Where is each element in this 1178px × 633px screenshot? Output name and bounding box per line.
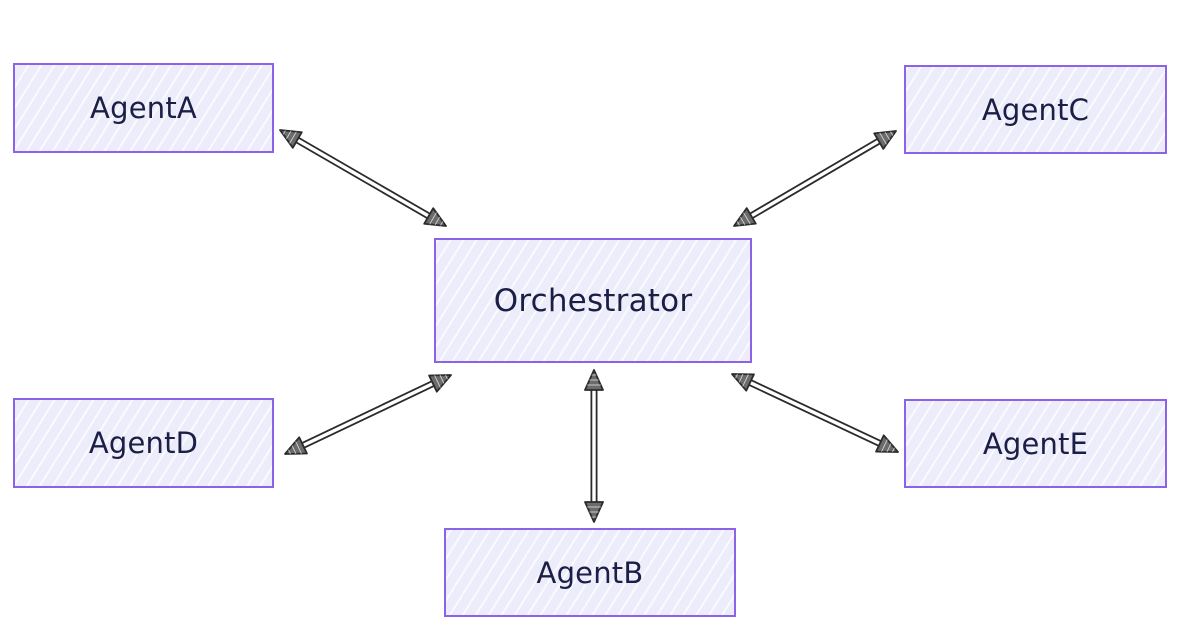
arrow-shaft bbox=[294, 134, 435, 217]
arrow-head-hatch bbox=[295, 441, 302, 454]
orchestrator-node[interactable]: Orchestrator bbox=[434, 238, 752, 363]
arrow-shaft bbox=[744, 382, 884, 449]
arrow-head-hatch bbox=[890, 131, 894, 136]
arrow-head bbox=[731, 373, 755, 392]
arrow-head-hatch bbox=[434, 375, 441, 388]
agent-e-label: AgentE bbox=[982, 426, 1089, 461]
arrow-head-hatch bbox=[742, 374, 749, 387]
arrow-head-hatch bbox=[434, 216, 440, 226]
agent-c-node[interactable]: AgentC bbox=[904, 65, 1167, 154]
arrow-head-hatch bbox=[429, 212, 437, 225]
arrow-head bbox=[875, 434, 899, 453]
arrow-shaft bbox=[748, 140, 885, 222]
arrow-head-hatch bbox=[288, 449, 291, 455]
agent-e-node[interactable]: AgentE bbox=[904, 399, 1167, 488]
agent-b-node[interactable]: AgentB bbox=[444, 528, 736, 617]
arrow-head-hatch bbox=[440, 221, 444, 226]
arrow-head bbox=[873, 130, 897, 150]
arrow-orchestrator-agent-c bbox=[733, 130, 897, 227]
arrow-shaft bbox=[291, 139, 432, 222]
arrow-head-hatch bbox=[439, 375, 445, 384]
arrow-shaft bbox=[297, 378, 437, 446]
agent-b-label: AgentB bbox=[536, 555, 644, 590]
orchestrator-label: Orchestrator bbox=[493, 282, 693, 319]
arrow-head-hatch bbox=[884, 131, 891, 141]
arrow-head bbox=[279, 129, 303, 149]
arrow-orchestrator-agent-e bbox=[731, 373, 899, 453]
arrow-head-hatch bbox=[289, 131, 297, 144]
arrow-shaft bbox=[746, 377, 886, 444]
arrow-head-hatch bbox=[286, 130, 292, 140]
arrow-head-hatch bbox=[739, 216, 746, 226]
arrow-head bbox=[423, 207, 447, 227]
arrow-head bbox=[428, 374, 452, 393]
arrow-head-hatch bbox=[738, 373, 744, 383]
arrow-orchestrator-agent-d bbox=[284, 374, 452, 455]
arrow-head-hatch bbox=[282, 130, 286, 135]
arrow-head-hatch bbox=[736, 221, 740, 226]
arrow-head-hatch bbox=[879, 132, 887, 145]
arrow-head bbox=[733, 207, 757, 227]
arrow-head bbox=[284, 436, 308, 455]
arrow-head-hatch bbox=[892, 447, 895, 453]
agent-a-node[interactable]: AgentA bbox=[13, 63, 274, 153]
agent-c-label: AgentC bbox=[981, 92, 1090, 127]
agent-d-label: AgentD bbox=[88, 426, 199, 460]
arrow-head-hatch bbox=[881, 439, 888, 452]
agent-a-label: AgentA bbox=[90, 91, 197, 125]
arrow-head-hatch bbox=[291, 445, 297, 454]
arrow-shaft bbox=[299, 383, 439, 451]
arrow-shaft bbox=[745, 135, 882, 217]
arrow-head-hatch bbox=[886, 443, 892, 453]
arrow-orchestrator-agent-b bbox=[584, 369, 604, 523]
agent-d-node[interactable]: AgentD bbox=[13, 398, 274, 488]
arrow-head-hatch bbox=[735, 373, 738, 379]
arrow-orchestrator-agent-a bbox=[279, 129, 447, 227]
arrow-head-hatch bbox=[743, 212, 751, 225]
arrow-head-hatch bbox=[445, 374, 448, 380]
